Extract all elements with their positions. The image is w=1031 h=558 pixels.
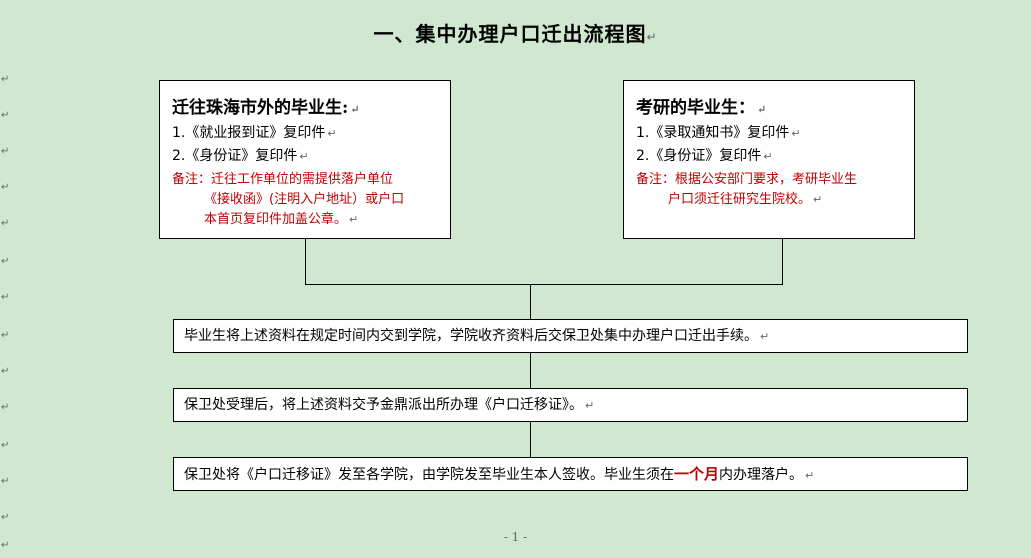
paragraph-mark: ↵ [1,476,10,487]
paragraph-mark: ↵ [813,193,823,206]
paragraph-mark: ↵ [1,182,10,193]
page-title-text: 一、集中办理户口迁出流程图 [373,22,647,46]
paragraph-mark: ↵ [585,399,595,412]
paragraph-mark: ↵ [1,512,10,523]
paragraph-mark: ↵ [1,74,10,85]
requirement-item: 1.《录取通知书》复印件↵ [636,122,904,145]
step-text: 内办理落户。 [719,467,804,483]
paragraph-mark: ↵ [646,30,658,44]
connector-left-vertical [305,239,306,284]
step-text: 保卫处受理后，将上述资料交予金鼎派出所办理《户口迁移证》。 [184,397,583,413]
requirement-text: 2.《身份证》复印件 [172,148,298,164]
connector-right-vertical [782,239,783,284]
box-heading: 迁往珠海市外的毕业生:↵ [172,93,440,118]
paragraph-mark: ↵ [760,330,770,343]
graduates-outside-city-box: 迁往珠海市外的毕业生:↵ 1.《就业报到证》复印件↵ 2.《身份证》复印件↵ 备… [159,80,451,239]
requirement-item: 2.《身份证》复印件↵ [636,145,904,168]
note-line: 户口须迁往研究生院校。 [668,192,812,207]
connector-step1-to-step2 [530,353,531,388]
step-emphasis: 一个月 [674,465,720,483]
paragraph-mark: ↵ [763,150,773,163]
connector-horizontal [305,284,783,285]
connector-step2-to-step3 [530,422,531,457]
paragraph-mark: ↵ [791,127,801,140]
paragraph-mark: ↵ [327,127,337,140]
requirement-text: 2.《身份证》复印件 [636,148,762,164]
page-title: 一、集中办理户口迁出流程图↵ [0,18,1031,47]
note: 备注：根据公安部门要求，考研毕业生 户口须迁往研究生院校。↵ [636,170,904,210]
requirement-item: 2.《身份证》复印件↵ [172,145,440,168]
note: 备注：迁往工作单位的需提供落户单位 《接收函》(注明入户地址）或户口 本首页复印… [172,170,440,230]
note-line: 本首页复印件加盖公章。 [204,212,348,227]
connector-down-to-step1 [530,284,531,319]
paragraph-mark: ↵ [1,540,10,551]
step-text: 毕业生将上述资料在规定时间内交到学院，学院收齐资料后交保卫处集中办理户口迁出手续… [184,328,758,344]
paragraph-mark: ↵ [349,213,359,226]
flow-step-3: 保卫处将《户口迁移证》发至各学院，由学院发至毕业生本人签收。毕业生须在一个月内办… [173,457,968,491]
box-heading-text: 考研的毕业生： [636,98,755,118]
paragraph-mark: ↵ [1,146,10,157]
paragraph-mark: ↵ [1,218,10,229]
step-text: 保卫处将《户口迁移证》发至各学院，由学院发至毕业生本人签收。毕业生须在 [184,467,674,483]
flow-step-1: 毕业生将上述资料在规定时间内交到学院，学院收齐资料后交保卫处集中办理户口迁出手续… [173,319,968,353]
note-line-last: 本首页复印件加盖公章。↵ [172,210,440,230]
paragraph-marks-column: ↵ ↵ ↵ ↵ ↵ ↵ ↵ ↵ ↵ ↵ ↵ ↵ ↵ ↵ [0,0,14,558]
note-line-last: 户口须迁往研究生院校。↵ [636,190,904,210]
box-heading: 考研的毕业生：↵ [636,93,904,118]
paragraph-mark: ↵ [350,103,360,116]
paragraph-mark: ↵ [1,330,10,341]
box-heading-text: 迁往珠海市外的毕业生: [172,98,349,118]
paragraph-mark: ↵ [1,292,10,303]
paragraph-mark: ↵ [1,440,10,451]
requirement-text: 1.《就业报到证》复印件 [172,125,326,141]
note-line: 备注：根据公安部门要求，考研毕业生 [636,172,858,187]
paragraph-mark: ↵ [757,103,767,116]
graduate-study-box: 考研的毕业生：↵ 1.《录取通知书》复印件↵ 2.《身份证》复印件↵ 备注：根据… [623,80,915,239]
requirement-text: 1.《录取通知书》复印件 [636,125,790,141]
paragraph-mark: ↵ [1,366,10,377]
page-number: - 1 - [503,530,528,544]
paragraph-mark: ↵ [1,402,10,413]
note-line: 备注：迁往工作单位的需提供落户单位 [172,172,394,187]
requirement-item: 1.《就业报到证》复印件↵ [172,122,440,145]
paragraph-mark: ↵ [299,150,309,163]
paragraph-mark: ↵ [1,110,10,121]
flow-step-2: 保卫处受理后，将上述资料交予金鼎派出所办理《户口迁移证》。↵ [173,388,968,422]
paragraph-mark: ↵ [805,469,815,482]
paragraph-mark: ↵ [1,256,10,267]
note-line: 《接收函》(注明入户地址）或户口 [204,192,405,207]
